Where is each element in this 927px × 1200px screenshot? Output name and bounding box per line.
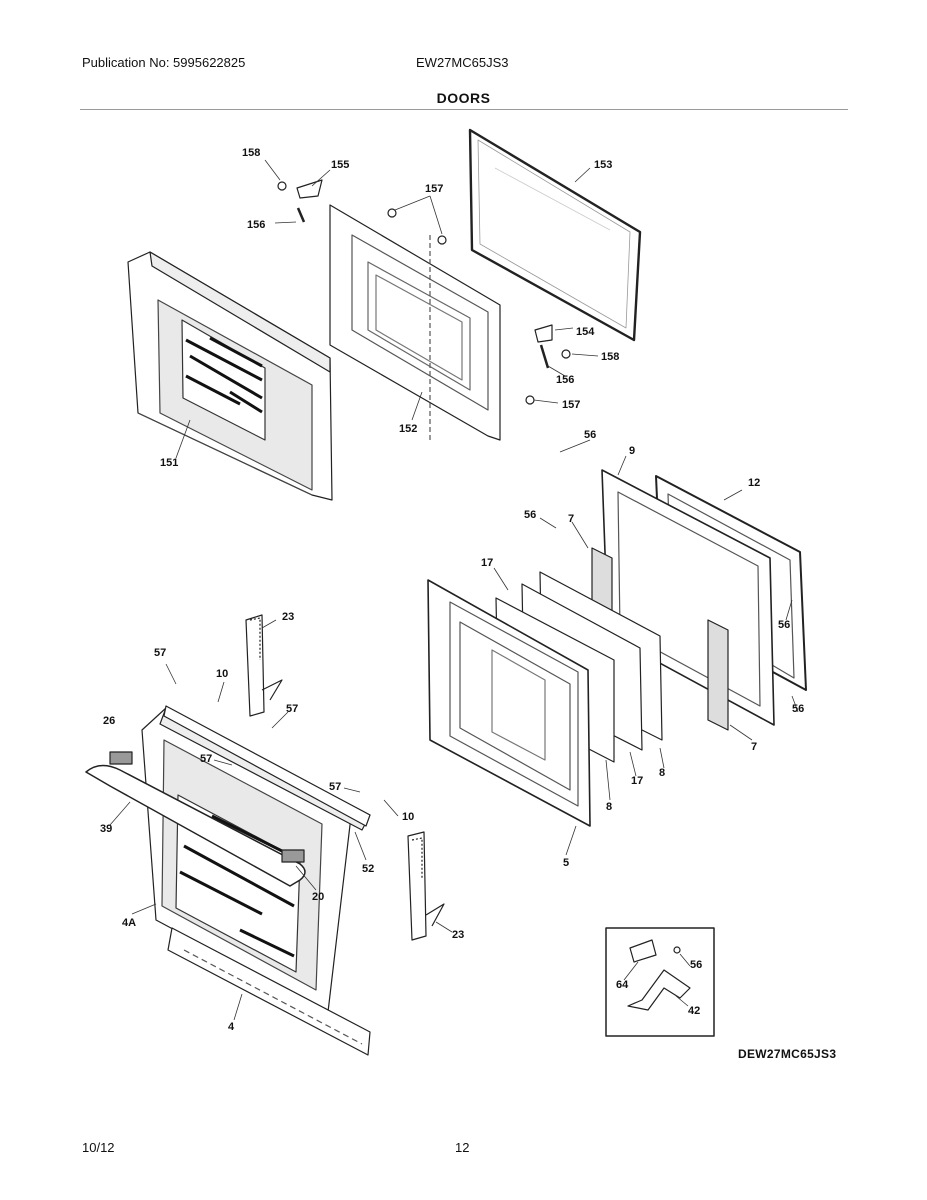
inset-detail-box <box>605 927 715 1037</box>
callout-label: 12 <box>748 477 760 489</box>
leader-lines <box>109 159 799 1021</box>
callout-label: 7 <box>568 513 574 525</box>
callout-label: 39 <box>100 823 112 835</box>
upper-door-outer-panel <box>127 251 333 501</box>
callout-label: 64 <box>616 979 629 991</box>
callout-label: 8 <box>659 767 665 779</box>
callout-label: 8 <box>606 801 612 813</box>
callout-label: 10 <box>216 668 228 680</box>
callout-label: 26 <box>103 715 115 727</box>
callout-label: 156 <box>247 219 265 231</box>
callout-label: 56 <box>524 509 536 521</box>
callout-label: 56 <box>584 429 596 441</box>
callout-label: 52 <box>362 863 374 875</box>
callout-label: 20 <box>312 891 324 903</box>
callout-labels: 158 155 157 153 156 154 158 156 157 152 … <box>100 147 804 1033</box>
callout-label: 17 <box>631 775 643 787</box>
diagram-code: DEW27MC65JS3 <box>738 1047 837 1061</box>
lower-door-inner-assembly <box>427 469 807 827</box>
lower-door-hinges <box>109 614 445 941</box>
page-number: 12 <box>455 1140 470 1155</box>
callout-label: 56 <box>690 959 702 971</box>
callout-label: 4 <box>228 1021 235 1033</box>
callout-label: 57 <box>329 781 341 793</box>
section-title: DOORS <box>436 90 491 106</box>
upper-door-inner-panel <box>329 204 501 441</box>
callout-label: 151 <box>160 457 178 469</box>
callout-label: 152 <box>399 423 417 435</box>
callout-label: 57 <box>286 703 298 715</box>
callout-label: 57 <box>200 753 212 765</box>
callout-label: 23 <box>282 611 294 623</box>
callout-label: 9 <box>629 445 635 457</box>
callout-label: 56 <box>792 703 804 715</box>
upper-door-glass <box>468 128 642 342</box>
callout-label: 7 <box>751 741 757 753</box>
callout-label: 10 <box>402 811 414 823</box>
callout-label: 155 <box>331 159 349 171</box>
callout-label: 154 <box>576 326 595 338</box>
callout-label: 56 <box>778 619 790 631</box>
callout-label: 158 <box>601 351 619 363</box>
publication-number: Publication No: 5995622825 <box>82 55 246 70</box>
callout-label: 5 <box>563 857 569 869</box>
callout-label: 42 <box>688 1005 700 1017</box>
lower-door-bottom-trim <box>167 927 371 1056</box>
revision-date: 10/12 <box>82 1140 115 1155</box>
callout-label: 157 <box>562 399 580 411</box>
header-divider <box>80 109 848 110</box>
callout-label: 156 <box>556 374 574 386</box>
callout-label: 153 <box>594 159 612 171</box>
callout-label: 4A <box>122 917 136 929</box>
model-number: EW27MC65JS3 <box>416 55 509 70</box>
callout-label: 17 <box>481 557 493 569</box>
upper-hinge-hardware <box>277 179 571 405</box>
callout-label: 158 <box>242 147 260 159</box>
callout-label: 57 <box>154 647 166 659</box>
callout-label: 23 <box>452 929 464 941</box>
callout-label: 157 <box>425 183 443 195</box>
